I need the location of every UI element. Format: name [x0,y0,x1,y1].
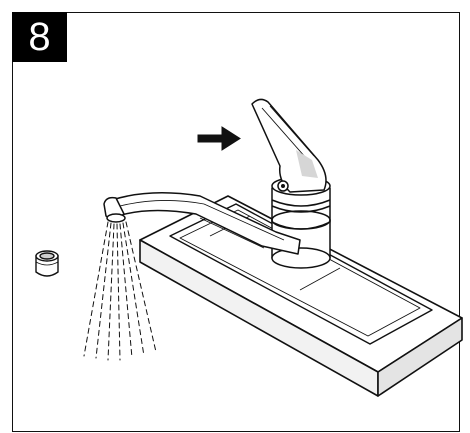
faucet-body [271,176,331,269]
water-spray-icon [83,221,157,361]
step-number-badge: 8 [12,12,67,62]
aerator-icon [35,250,59,277]
faucet-spout [103,192,301,255]
arrow-right-icon [197,126,241,151]
lever-handle [251,98,327,193]
